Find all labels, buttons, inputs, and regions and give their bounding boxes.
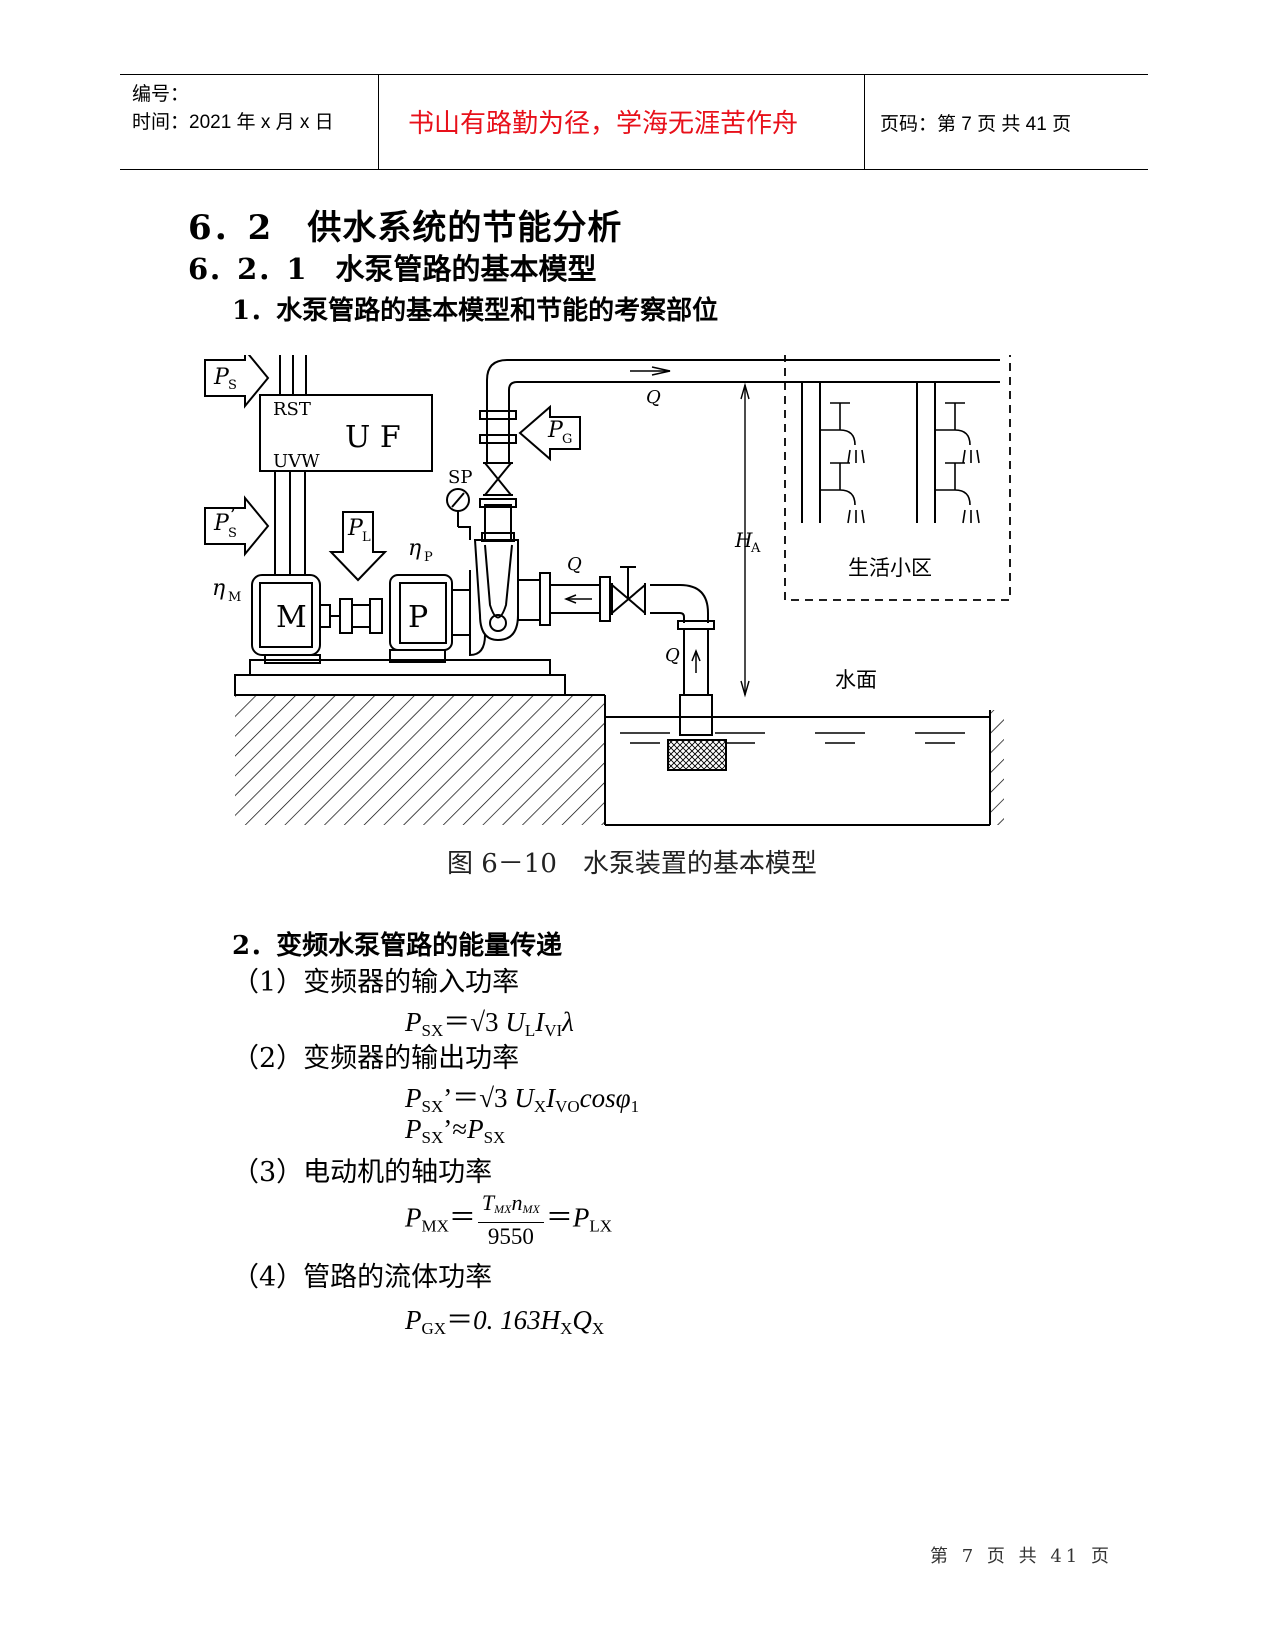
pg-sub: G bbox=[562, 432, 572, 447]
eta-p-label: η bbox=[408, 536, 421, 561]
ps2-sub: S bbox=[228, 526, 237, 541]
list-item: （1）变频器的输入功率 bbox=[232, 967, 520, 998]
uvw-label: UVW bbox=[273, 451, 320, 472]
equation-input-power: PSX＝√3 ULIVIλ bbox=[405, 1007, 574, 1040]
section-title: 6．2 供水系统的节能分析 bbox=[188, 208, 623, 248]
flow-q-top: Q bbox=[646, 387, 661, 408]
equation-fluid-power: PGX＝0. 163HXQX bbox=[405, 1305, 605, 1338]
header-divider bbox=[864, 75, 865, 169]
water-surface-label: 水面 bbox=[835, 668, 877, 692]
eta-m-label: η bbox=[212, 576, 225, 601]
page-number-label: 页码：第 7 页 共 41 页 bbox=[880, 114, 1072, 135]
page-footer: 第 7 页 共 41 页 bbox=[930, 1546, 1113, 1567]
ps2-prime: ’ bbox=[230, 505, 236, 526]
doc-number-label: 编号： bbox=[132, 84, 190, 105]
header-motto: 书山有路勤为径，学海无涯苦作舟 bbox=[408, 109, 799, 139]
rst-label: RST bbox=[273, 399, 311, 420]
ps-label: P bbox=[213, 365, 230, 390]
community-label: 生活小区 bbox=[848, 556, 932, 580]
ha-label: H bbox=[734, 528, 753, 552]
list-item: （4）管路的流体功率 bbox=[232, 1262, 493, 1293]
figure-caption: 图 6－10 水泵装置的基本模型 bbox=[447, 849, 817, 879]
page-header: 编号： 时间：2021 年 x 月 x 日 书山有路勤为径，学海无涯苦作舟 页码… bbox=[120, 74, 1148, 170]
sp-label: SP bbox=[448, 467, 472, 488]
ps2-label: P bbox=[213, 511, 230, 536]
equation-output-power: PSX’＝√3 UXIVOcosφ1 bbox=[405, 1083, 640, 1116]
ha-sub: A bbox=[750, 541, 761, 556]
eta-m-sub: M bbox=[228, 590, 241, 605]
pg-label: P bbox=[547, 418, 564, 443]
flow-q-vertical: Q bbox=[665, 645, 680, 666]
heading-model: 1．水泵管路的基本模型和节能的考察部位 bbox=[232, 296, 719, 326]
eta-p-sub: P bbox=[424, 550, 433, 565]
subsection-title: 6．2．1 水泵管路的基本模型 bbox=[188, 252, 597, 286]
list-item: （3）电动机的轴功率 bbox=[232, 1157, 493, 1188]
pump-label: P bbox=[408, 600, 428, 635]
pl-label: P bbox=[347, 516, 364, 541]
header-divider bbox=[378, 75, 379, 169]
list-item: （2）变频器的输出功率 bbox=[232, 1043, 520, 1074]
doc-time-label: 时间：2021 年 x 月 x 日 bbox=[132, 112, 334, 133]
pl-sub: L bbox=[362, 530, 371, 545]
motor-label: M bbox=[276, 600, 307, 635]
pump-system-diagram: RST U F UVW M P SP P S P S ’ P L P G η M… bbox=[204, 355, 1011, 826]
ps-sub: S bbox=[228, 378, 237, 393]
ground-hatch bbox=[235, 695, 605, 825]
uf-label: U F bbox=[345, 420, 401, 455]
flow-q-suction: Q bbox=[567, 554, 582, 575]
equation-power-approx: PSX’≈PSX bbox=[405, 1114, 506, 1147]
heading-energy-transfer: 2．变频水泵管路的能量传递 bbox=[232, 931, 563, 961]
